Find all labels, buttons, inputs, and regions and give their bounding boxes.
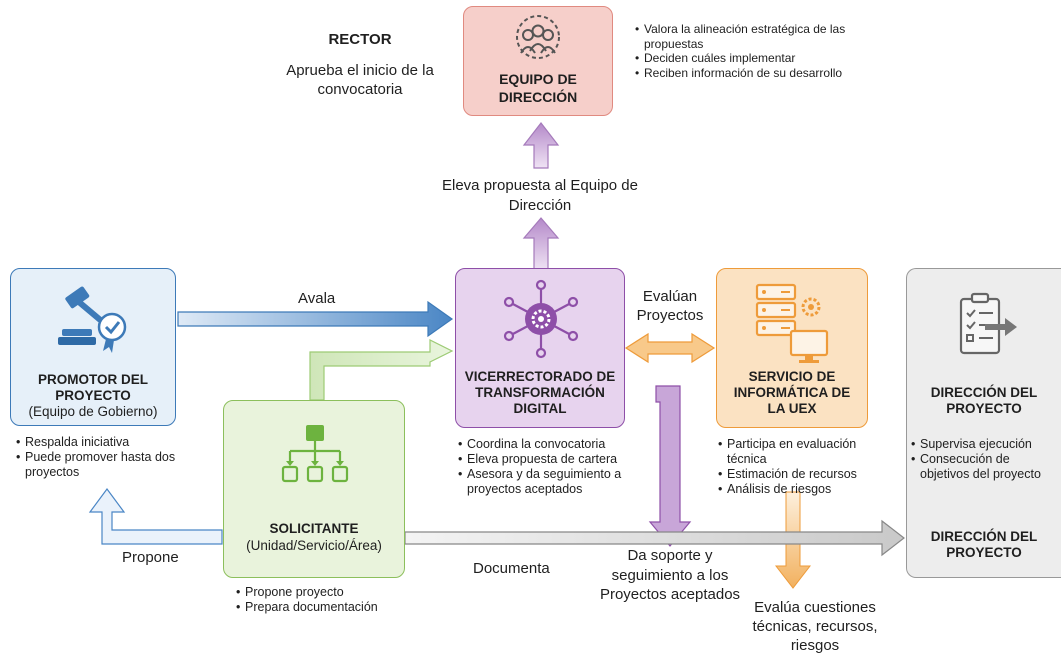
servicio-title-3: LA UEX <box>767 401 817 416</box>
documenta-label: Documenta <box>473 560 550 577</box>
vice-bullet: Coordina la convocatoria <box>458 437 638 452</box>
network-gear-icon <box>503 279 579 359</box>
servicio-title-1: SERVICIO DE <box>748 369 836 384</box>
vice-title-1: VICERRECTORADO DE <box>464 369 616 384</box>
propone-label: Propone <box>122 549 179 566</box>
equipo-title-1: EQUIPO DE <box>499 71 577 87</box>
rector-title: RECTOR <box>328 31 392 48</box>
promotor-title-2: PROYECTO <box>55 388 131 403</box>
servicio-bullet: Estimación de recursos <box>718 467 888 482</box>
vice-bullets: Coordina la convocatoria Eleva propuesta… <box>458 437 638 497</box>
arrow-documenta <box>404 519 905 557</box>
promotor-subtitle: (Equipo de Gobierno) <box>28 404 158 419</box>
direccion1-bullet: Supervisa ejecución <box>911 437 1061 452</box>
vice-title-3: DIGITAL <box>513 401 567 416</box>
solicitante-subtitle: (Unidad/Servicio/Área) <box>246 538 382 553</box>
servicio-bullet: Análisis de riesgos <box>718 482 888 497</box>
solicitante-bullet: Prepara documentación <box>236 600 416 615</box>
promotor-title-1: PROMOTOR DEL <box>37 372 148 387</box>
solicitante-bullets: Propone proyecto Prepara documentación <box>236 585 416 615</box>
servicio-bullets: Participa en evaluación técnica Estimaci… <box>718 437 888 497</box>
hierarchy-icon <box>281 425 349 483</box>
evalua-label-3: riesgos <box>790 637 840 654</box>
avala-label: Avala <box>298 290 336 307</box>
equipo-direccion-box: EQUIPO DE DIRECCIÓN <box>463 6 613 116</box>
arrow-avala <box>177 300 454 338</box>
servicio-title-2: INFORMÁTICA DE <box>733 385 851 400</box>
arrow-eleva-equipo <box>522 122 560 169</box>
promotor-bullet: Respalda iniciativa <box>16 435 186 450</box>
evalua-label-1: Evalúa cuestiones <box>754 599 876 616</box>
eleva-label-2: Dirección <box>508 197 572 214</box>
equipo-title-2: DIRECCIÓN <box>498 89 578 105</box>
direccion1-title-1: DIRECCIÓN DEL <box>930 385 1038 400</box>
solicitante-title: SOLICITANTE <box>269 521 359 536</box>
soporte-label-3: Proyectos aceptados <box>599 586 741 603</box>
soporte-label-1: Da soporte y <box>627 547 713 564</box>
rector-desc-1: Aprueba el inicio de la <box>286 62 434 79</box>
vice-bullet: Asesora y da seguimiento a proyectos ace… <box>458 467 638 497</box>
checklist-clipboard-icon <box>959 292 1017 355</box>
vice-bullet: Eleva propuesta de cartera <box>458 452 638 467</box>
solicitante-bullet: Propone proyecto <box>236 585 416 600</box>
solicitante-box: SOLICITANTE (Unidad/Servicio/Área) <box>223 400 405 578</box>
promotor-box: PROMOTOR DEL PROYECTO (Equipo de Gobiern… <box>10 268 176 426</box>
arrow-propone <box>88 487 223 545</box>
direccion1-bullets: Supervisa ejecución Consecución de objet… <box>911 437 1061 482</box>
equipo-bullet: Reciben información de su desarrollo <box>635 66 850 81</box>
direccion2-title-2: PROYECTO <box>946 545 1022 560</box>
evaluan-label-1: Evalúan <box>642 288 698 305</box>
gavel-badge-icon <box>58 286 127 353</box>
servicio-bullet: Participa en evaluación técnica <box>718 437 888 467</box>
evalua-label-2: técnicas, recursos, <box>752 618 878 635</box>
vicerrectorado-box: VICERRECTORADO DE TRANSFORMACIÓN DIGITAL <box>455 268 625 428</box>
equipo-bullets: Valora la alineación estratégica de las … <box>635 22 850 80</box>
direccion1-title-2: PROYECTO <box>946 401 1022 416</box>
servicio-box: SERVICIO DE INFORMÁTICA DE LA UEX <box>716 268 868 428</box>
evaluan-label-2: Proyectos <box>636 307 704 324</box>
arrow-solicitante-vice <box>309 339 454 401</box>
promotor-bullets: Respalda iniciativa Puede promover hasta… <box>16 435 186 480</box>
direccion-box: DIRECCIÓN DEL PROYECTO Supervisa ejecuci… <box>906 268 1061 578</box>
server-monitor-icon <box>755 283 829 363</box>
direccion2-title-1: DIRECCIÓN DEL <box>930 529 1038 544</box>
team-gear-icon <box>516 15 560 59</box>
arrow-vice-up <box>522 217 560 271</box>
arrow-soporte <box>648 385 692 547</box>
equipo-bullet: Valora la alineación estratégica de las … <box>635 22 850 51</box>
equipo-bullet: Deciden cuáles implementar <box>635 51 850 66</box>
rector-desc-2: convocatoria <box>317 81 403 98</box>
promotor-bullet: Puede promover hasta dos proyectos <box>16 450 186 480</box>
vice-title-2: TRANSFORMACIÓN <box>475 385 605 400</box>
eleva-label-1: Eleva propuesta al Equipo de <box>442 177 638 194</box>
arrow-evaluan <box>624 332 716 364</box>
soporte-label-2: seguimiento a los <box>611 567 729 584</box>
direccion1-bullet: Consecución de objetivos del proyecto <box>911 452 1061 482</box>
